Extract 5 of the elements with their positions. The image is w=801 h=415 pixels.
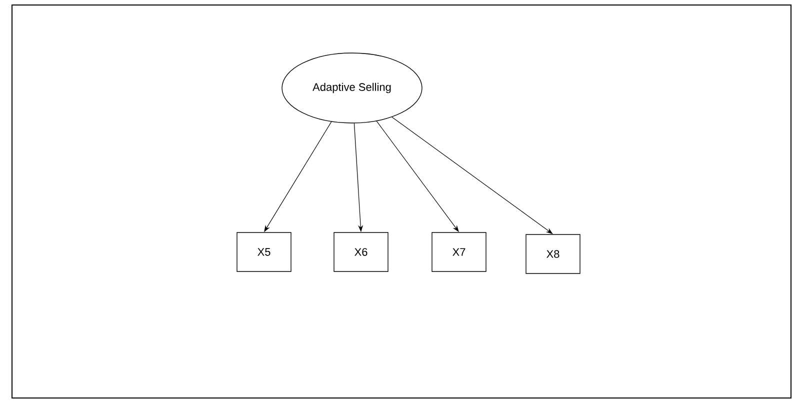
variable-box: X8 — [526, 234, 580, 274]
variable-box: X5 — [236, 232, 292, 272]
ellipse-node: Adaptive Selling — [282, 52, 422, 124]
variable-box: X7 — [432, 232, 486, 272]
variable-box: X6 — [334, 232, 388, 272]
